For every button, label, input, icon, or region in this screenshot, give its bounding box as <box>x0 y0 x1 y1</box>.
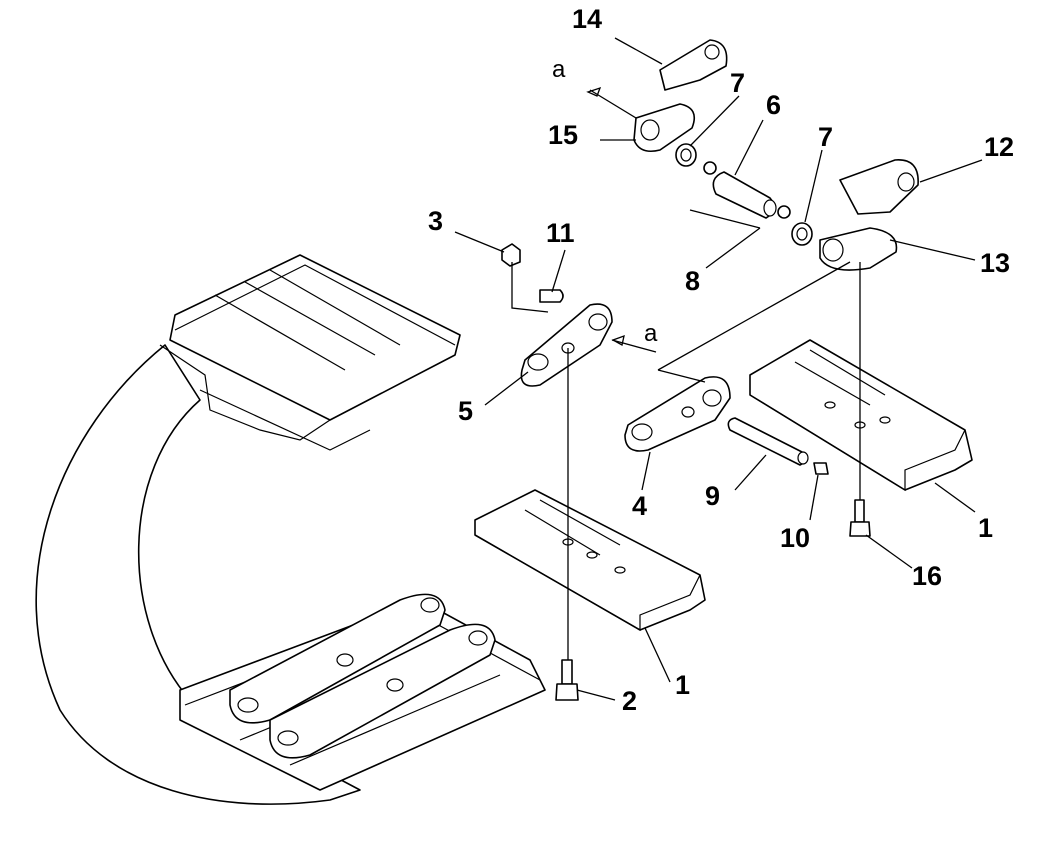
reference-mark-a-top: a <box>552 56 566 83</box>
track-loop-body <box>35 344 361 805</box>
link-13 <box>819 227 898 271</box>
link-15 <box>633 103 696 153</box>
callout-12: 12 <box>984 132 1015 162</box>
link-14 <box>659 39 728 91</box>
callout-1-center: 1 <box>675 670 691 700</box>
callout-2: 2 <box>622 686 638 716</box>
bushing-6 <box>703 161 791 219</box>
callout-7-right: 7 <box>818 122 834 152</box>
track-shoe-center <box>474 489 706 632</box>
callout-16: 16 <box>912 561 943 591</box>
bolt-16 <box>849 499 871 537</box>
callout-3: 3 <box>428 206 444 236</box>
link-5 <box>520 303 613 387</box>
bolt-2 <box>555 659 579 701</box>
link-4 <box>624 376 731 452</box>
seal-7-left <box>675 143 697 167</box>
seal-7-right <box>791 222 813 246</box>
link-12 <box>839 159 919 215</box>
callout-14: 14 <box>572 4 603 34</box>
callout-1-right: 1 <box>978 513 994 543</box>
reference-mark-a-middle: a <box>644 320 658 347</box>
nut-3 <box>501 243 521 267</box>
bolt-11 <box>539 289 564 303</box>
track-upper-shoe <box>169 254 461 421</box>
callout-15: 15 <box>548 120 579 150</box>
leader-lines <box>454 37 983 701</box>
callout-8: 8 <box>685 266 701 296</box>
callout-4: 4 <box>632 491 648 521</box>
track-shoe-right <box>749 339 973 492</box>
callout-13: 13 <box>980 248 1011 278</box>
callout-10: 10 <box>780 523 811 553</box>
callout-5: 5 <box>458 396 474 426</box>
callout-11: 11 <box>546 218 575 248</box>
callout-6: 6 <box>766 90 782 120</box>
pin-9 <box>727 417 809 466</box>
callout-7-left: 7 <box>730 68 746 98</box>
spacer-10 <box>813 462 829 475</box>
callout-9: 9 <box>705 481 721 511</box>
track-link-pair-front <box>269 623 496 759</box>
track-assembly <box>35 254 546 805</box>
